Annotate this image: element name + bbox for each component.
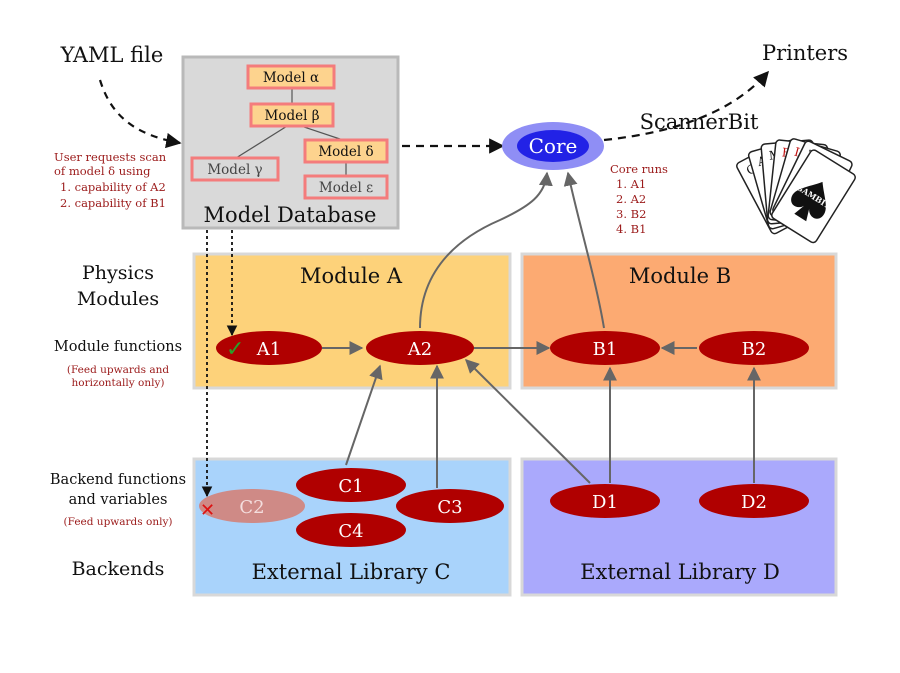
module-b-title: Module B [629, 264, 731, 288]
request-note-line-4: 2. capability of B1 [60, 196, 166, 210]
cross-mark-icon: ✕ [200, 500, 215, 521]
core-run-3: 3. B2 [616, 207, 646, 221]
dependency-arrows [322, 171, 761, 488]
node-b1-label: B1 [593, 339, 618, 360]
model-gamma-label: Model γ [207, 162, 262, 178]
backend-functions-label-1: Backend functions [50, 472, 186, 488]
d1-to-a2-arrow [465, 359, 591, 484]
core-node: Core [502, 122, 604, 170]
core-run-4: 4. B1 [616, 222, 646, 236]
node-c1-label: C1 [338, 476, 363, 497]
model-beta: Model β [249, 102, 335, 128]
node-d1: D1 [550, 484, 660, 518]
node-a1: A1 [216, 331, 322, 365]
core-to-printers-arrow [603, 70, 770, 142]
module-b-panel [520, 252, 838, 390]
backend-functions-label-2: and variables [69, 492, 168, 508]
spade-icon [791, 181, 826, 222]
module-a-panel [192, 252, 512, 390]
node-a2-label: A2 [407, 339, 432, 360]
node-c4: C4 [296, 513, 406, 547]
node-a2: A2 [366, 331, 474, 365]
scannerbit-label: ScannerBit [640, 110, 759, 134]
model-epsilon-label: Model ε [319, 180, 373, 196]
node-d2: D2 [699, 484, 809, 518]
node-b2: B2 [699, 331, 809, 365]
request-note: User requests scan of model δ using 1. c… [54, 150, 167, 210]
node-c1: C1 [296, 468, 406, 502]
model-epsilon: Model ε [303, 174, 389, 200]
printers-label: Printers [762, 41, 848, 65]
model-alpha-label: Model α [263, 70, 319, 86]
physics-modules-label-1: Physics [82, 262, 154, 284]
model-database-title: Model Database [204, 203, 377, 227]
model-gamma: Model γ [190, 156, 280, 182]
node-d1-label: D1 [592, 492, 618, 513]
gambit-cards-logo: G A M B I T GAMBIT [736, 138, 856, 244]
library-c-title: External Library C [252, 560, 451, 584]
node-c3: C3 [396, 489, 504, 523]
node-b1: B1 [550, 331, 660, 365]
model-alpha: Model α [246, 64, 336, 90]
node-b2-label: B2 [742, 339, 767, 360]
left-labels: Physics Modules Module functions (Feed u… [50, 262, 186, 580]
node-c4-label: C4 [338, 521, 363, 542]
backends-label: Backends [72, 558, 165, 580]
node-c2-label: C2 [239, 497, 264, 518]
library-d-title: External Library D [580, 560, 780, 584]
physics-modules-label-2: Modules [77, 288, 159, 310]
module-functions-label: Module functions [54, 339, 182, 355]
core-run-1: 1. A1 [616, 177, 646, 191]
core-label: Core [529, 134, 578, 158]
model-beta-label: Model β [265, 108, 320, 124]
module-functions-note-1: (Feed upwards and [67, 364, 170, 376]
request-note-line-3: 1. capability of A2 [60, 180, 166, 194]
yaml-file-label: YAML file [60, 43, 164, 67]
node-c3-label: C3 [437, 497, 462, 518]
b1-to-core-arrow [563, 171, 605, 329]
backend-functions-note: (Feed upwards only) [64, 516, 173, 528]
node-a1-label: A1 [256, 339, 281, 360]
yaml-to-database-arrow [98, 79, 182, 149]
model-delta: Model δ [303, 138, 389, 164]
model-delta-label: Model δ [318, 144, 373, 160]
library-d-panel [520, 457, 838, 597]
a2-to-core-arrow [419, 171, 553, 329]
card-letter-i: I [793, 145, 802, 160]
node-d2-label: D2 [741, 492, 767, 513]
node-c2: C2 [199, 489, 305, 523]
core-runs-title: Core runs [610, 162, 668, 176]
core-runs-note: Core runs 1. A1 2. A2 3. B2 4. B1 [610, 162, 668, 236]
module-functions-note-2: horizontally only) [71, 377, 164, 389]
module-a-title: Module A [300, 264, 403, 288]
check-mark-icon: ✓ [226, 337, 244, 362]
request-note-line-1: User requests scan [54, 150, 167, 164]
core-run-2: 2. A2 [616, 192, 646, 206]
request-note-line-2: of model δ using [54, 164, 151, 178]
c1-to-a2-arrow [345, 364, 383, 466]
